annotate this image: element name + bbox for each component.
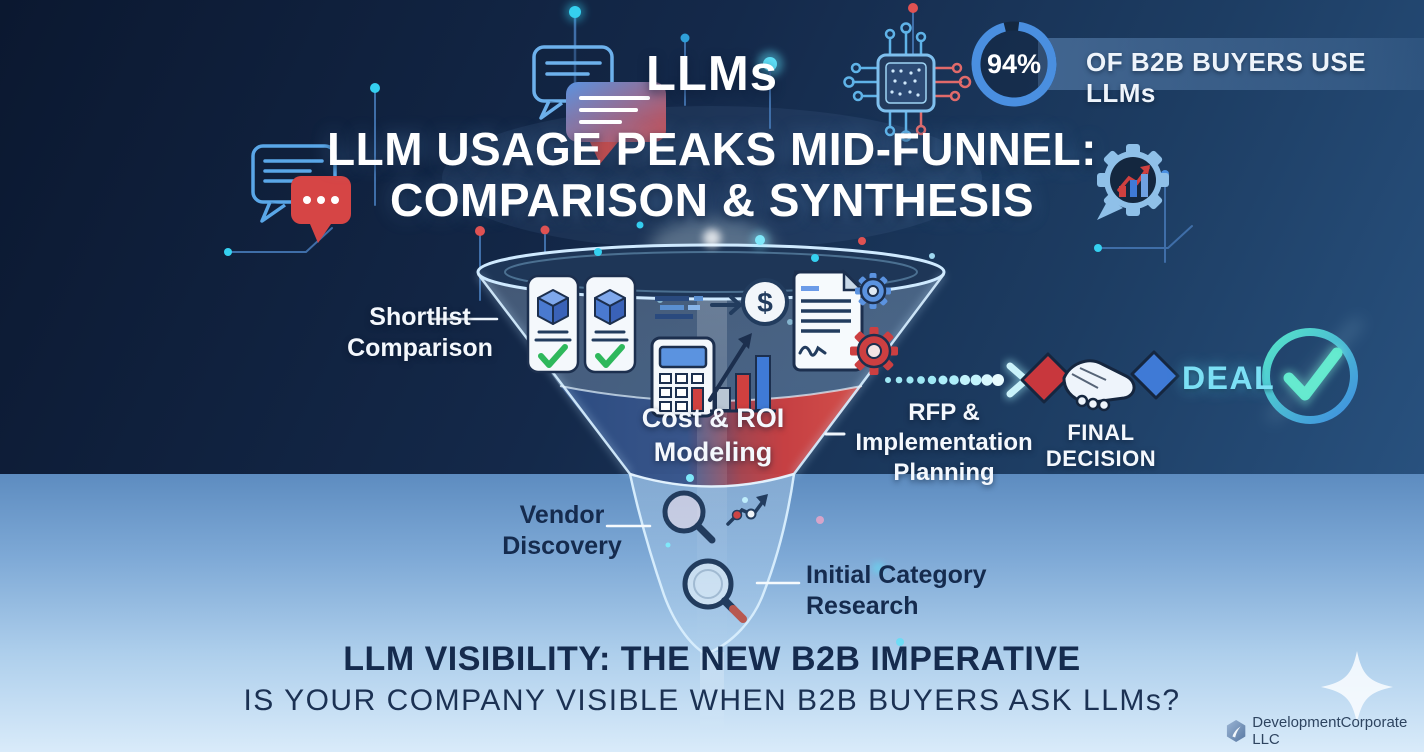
stat-value: 94% [986, 48, 1042, 79]
stage-label-rfp-implementation-planning: RFP & Implementation Planning [855, 399, 1033, 487]
chip-icon [843, 22, 972, 142]
stat-band [1038, 38, 1424, 90]
stage-label-shortlist-comparison: Shortlist Comparison [347, 303, 493, 362]
footer-title: LLM VISIBILITY: THE NEW B2B IMPERATIVE [343, 640, 1081, 678]
magnifier-icon [682, 558, 747, 623]
magnifier-trend-icon [662, 490, 768, 544]
dollar-glyph: $ [757, 287, 773, 318]
stage-label-cost-roi-modeling: Cost & ROI Modeling [641, 403, 785, 467]
funnel-sparkles [594, 229, 935, 646]
main-headline: LLM USAGE PEAKS MID-FUNNEL: COMPARISON &… [327, 123, 1097, 226]
circuit-decorations [224, 2, 1193, 301]
document-gears-icon [792, 268, 898, 375]
deal-check-icon [1262, 316, 1364, 424]
dotted-arrow [885, 360, 1036, 400]
sparkle-icon [1321, 651, 1393, 723]
footer-subtitle: IS YOUR COMPANY VISIBLE WHEN B2B BUYERS … [243, 684, 1181, 717]
dollar-coin-icon: $ [741, 278, 789, 326]
gear-chart-icon [1097, 144, 1169, 220]
stage-label-vendor-discovery: Vendor Discovery [502, 501, 622, 560]
product-card-icon [526, 274, 580, 374]
llms-badge: LLMs [646, 47, 778, 101]
stat-ring-icon [971, 21, 1057, 107]
deal-label: DEAL [1182, 360, 1276, 396]
handshake-icon [1020, 350, 1180, 412]
stage-label-initial-category-research: Initial Category Research [806, 561, 987, 620]
brand-name: DevelopmentCorporate LLC [1252, 714, 1408, 748]
chat-bubbles-icon [532, 45, 666, 164]
arrow-right-icon [710, 295, 744, 315]
headline-chat-icon [251, 144, 351, 243]
stat-label: OF B2B BUYERS USE LLMs [1086, 47, 1367, 108]
brand-hexagon-icon [1226, 719, 1246, 743]
growth-bars-icon [708, 333, 776, 413]
brand-logo: DevelopmentCorporate LLC [1226, 714, 1424, 748]
text-lines-icon [655, 296, 703, 319]
product-card-icon [583, 274, 637, 374]
calculator-icon [650, 336, 716, 418]
final-decision-label: FINAL DECISION [1045, 420, 1157, 472]
